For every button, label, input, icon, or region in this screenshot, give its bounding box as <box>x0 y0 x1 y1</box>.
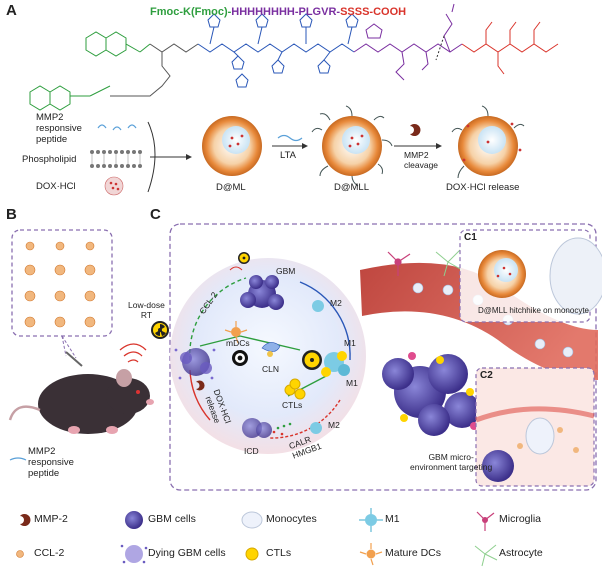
m1-label-a: M1 <box>344 338 356 348</box>
c1-monocyte <box>549 237 602 315</box>
low-dose-rt-label: Low-dose RT <box>128 300 165 320</box>
legend-item-astrocyte: Astrocyte <box>499 547 543 559</box>
legend-label: MMP-2 <box>34 513 68 525</box>
gbm-cluster <box>240 275 284 310</box>
mouse-illustration <box>8 369 154 434</box>
dox-label: DOX·HCl <box>36 181 76 192</box>
mmp2-cleavage-label: MMP2 cleavage <box>404 150 438 170</box>
legend-item-ctl: CTLs <box>266 547 291 559</box>
icd-cells <box>242 418 292 438</box>
cleavage-line2: cleavage <box>404 160 439 170</box>
targeting-line1: GBM micro- <box>428 452 474 462</box>
mmp2-label-line3: peptide <box>36 134 68 145</box>
center-radiation-icon <box>302 350 322 370</box>
legend-label: Monocytes <box>266 513 317 525</box>
phospholipid-bilayer-icon <box>90 150 142 168</box>
mdc-cell <box>224 321 248 344</box>
c2-cells <box>482 417 579 482</box>
legend-item-ccl2: CCL-2 <box>34 547 64 559</box>
gbm-radiation-icon <box>238 252 250 264</box>
legend-label: M1 <box>385 513 400 525</box>
peptide-icons <box>97 124 137 131</box>
m2-bottom-cell <box>310 422 322 434</box>
ctls-label: CTLs <box>282 400 303 410</box>
m2-top-cell <box>312 300 324 312</box>
peptide-structure <box>29 3 559 111</box>
legend-label: CTLs <box>266 547 292 559</box>
legend-label: Astrocyte <box>499 547 543 559</box>
dml-label: D@ML <box>216 182 246 193</box>
m2-bottom-label: M2 <box>328 420 340 430</box>
m1-label-b: M1 <box>346 378 358 388</box>
panel-b-line1: MMP2 <box>28 446 56 457</box>
mmp2-peptide-label: MMP2 responsive peptide <box>36 112 82 145</box>
legend-label: GBM cells <box>148 513 196 525</box>
legend-item-microglia: Microglia <box>499 513 541 525</box>
targeting-label: GBM micro- environment targeting <box>410 452 492 472</box>
legend-icons <box>16 508 498 567</box>
cln-icon <box>232 350 248 366</box>
mmp2-label-line1: MMP2 <box>36 112 64 123</box>
legend-label: Dying GBM cells <box>148 547 226 559</box>
legend-item-m1: M1 <box>385 513 400 525</box>
m1-cluster <box>321 351 350 377</box>
mdcs-label: mDCs <box>226 338 250 348</box>
peptide-part-ser: SSSS-COOH <box>340 6 407 18</box>
legend-item-gbm-cell: GBM cells <box>148 513 196 525</box>
peptide-part-plgvr: PLGVR- <box>298 6 341 18</box>
legend-item-monocyte: Monocytes <box>266 513 317 525</box>
tumor-mass <box>382 352 480 436</box>
panel-label-c2: C2 <box>480 370 493 381</box>
release-liposome <box>451 105 525 179</box>
legend-item-mature-dc: Mature DCs <box>385 547 441 559</box>
cln-label: CLN <box>262 364 280 374</box>
panel-label-c: C <box>150 206 161 223</box>
panel-b-line3: peptide <box>28 468 60 479</box>
dying-cells <box>174 348 216 380</box>
c1-liposome <box>478 250 526 298</box>
panel-b-line2: responsive <box>28 457 74 468</box>
dmll-label: D@MLL <box>334 182 369 193</box>
peptide-part-fmoc: Fmoc-K(Fmoc)- <box>150 6 232 18</box>
legend-item-dying-gbm: Dying GBM cells <box>148 547 226 559</box>
hitchhike-label: D@MLL hitchhike on monocyte <box>478 306 589 315</box>
peptide-sequence-title: Fmoc-K(Fmoc)-HHHHHHHH-PLGVR-SSSS-COOH <box>150 2 406 20</box>
dml-liposome <box>202 116 262 176</box>
rt-text: RT <box>140 310 153 320</box>
m2-top-label: M2 <box>330 298 342 308</box>
targeting-line2: environment targeting <box>410 462 493 472</box>
peptide-part-his: HHHHHHHH- <box>231 6 299 18</box>
mixing-bracket <box>147 121 156 193</box>
microglia-decor <box>387 251 411 276</box>
legend-label: Mature DCs <box>385 547 442 559</box>
panel-b-peptide-label: MMP2 responsive peptide <box>28 446 74 479</box>
nanoparticle-grid <box>24 241 96 328</box>
lta-label: LTA <box>280 150 297 161</box>
lymph-node-icon <box>261 342 281 357</box>
icd-label: ICD <box>244 446 259 456</box>
low-dose-text: Low-dose <box>128 300 165 310</box>
dmll-liposome <box>311 105 393 187</box>
phospholipid-label: Phospholipid <box>22 154 77 165</box>
panel-label-c1: C1 <box>464 232 477 243</box>
panel-label-b: B <box>6 206 17 223</box>
legend-label: CCL-2 <box>34 547 65 559</box>
panel-label-a: A <box>6 2 17 19</box>
gbm-label: GBM <box>276 266 296 276</box>
ctl-cluster <box>284 378 306 400</box>
release-label: DOX·HCl release <box>446 182 520 193</box>
cleavage-line1: MMP2 <box>404 150 429 160</box>
radiation-icon <box>151 321 169 339</box>
astrocyte-decor <box>435 249 463 277</box>
mmp2-label-line2: responsive <box>36 123 82 134</box>
legend-item-mmp2: MMP-2 <box>34 513 68 525</box>
legend-label: Microglia <box>499 513 542 525</box>
dox-drug-icon <box>104 176 124 196</box>
